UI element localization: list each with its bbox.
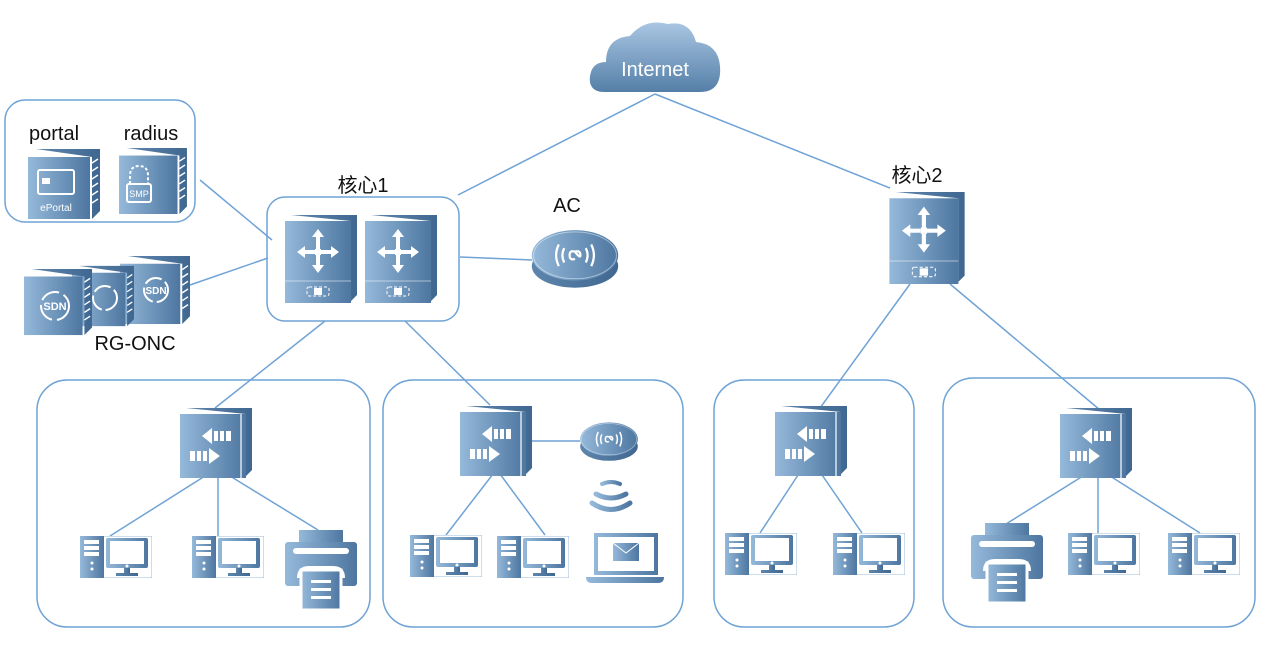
internet-label: Internet bbox=[621, 59, 689, 81]
svg-text:SDN: SDN bbox=[145, 286, 166, 297]
core1-group: 核心1 bbox=[266, 174, 460, 322]
radius-server-icon: SMP bbox=[118, 148, 188, 214]
access-switch-icon bbox=[180, 408, 252, 478]
pc-icon bbox=[833, 533, 905, 575]
pc-icon bbox=[497, 536, 569, 578]
access-switch-icon bbox=[460, 406, 532, 476]
access-controller-icon bbox=[530, 228, 620, 289]
svg-text:SDN: SDN bbox=[43, 301, 66, 313]
core2-group: 核心2 bbox=[888, 164, 966, 284]
access-group-2 bbox=[382, 379, 684, 628]
printer-icon bbox=[285, 530, 357, 610]
portal-label: portal bbox=[29, 123, 79, 145]
core-switch-icon bbox=[888, 192, 966, 284]
radius-label: radius bbox=[124, 123, 178, 145]
cloud-icon bbox=[589, 22, 721, 92]
access-group-4 bbox=[942, 377, 1256, 628]
core2-label: 核心2 bbox=[891, 164, 942, 187]
access-switch-icon bbox=[775, 406, 847, 476]
portal-server-icon: ePortal bbox=[28, 148, 100, 220]
laptop-icon bbox=[586, 533, 664, 583]
access-group-1 bbox=[36, 379, 371, 628]
core-switch-icon bbox=[365, 214, 437, 304]
pc-icon bbox=[1068, 533, 1140, 575]
printer-icon bbox=[971, 522, 1043, 604]
svg-text:ePortal: ePortal bbox=[40, 203, 72, 214]
internet-cloud: Internet bbox=[589, 22, 721, 92]
rg-onc-label: RG-ONC bbox=[94, 333, 175, 355]
pc-icon bbox=[192, 536, 264, 578]
rg-onc-controller: SDN SDN RG-ONC bbox=[24, 255, 190, 355]
ac-controller: AC bbox=[530, 195, 620, 289]
core1-label: 核心1 bbox=[337, 174, 388, 197]
auth-server-group: portal radius ePortal SMP bbox=[4, 99, 196, 223]
links bbox=[109, 93, 1201, 537]
pc-icon bbox=[1168, 533, 1240, 575]
access-group-3 bbox=[713, 379, 915, 628]
svg-text:SMP: SMP bbox=[129, 189, 149, 199]
pc-icon bbox=[80, 536, 152, 578]
core-switch-icon bbox=[285, 214, 357, 304]
pc-icon bbox=[410, 535, 482, 577]
wifi-icon bbox=[589, 480, 633, 512]
ac-label: AC bbox=[553, 195, 581, 217]
access-switch-icon bbox=[1060, 408, 1132, 478]
access-point-icon bbox=[579, 421, 639, 462]
pc-icon bbox=[725, 533, 797, 575]
